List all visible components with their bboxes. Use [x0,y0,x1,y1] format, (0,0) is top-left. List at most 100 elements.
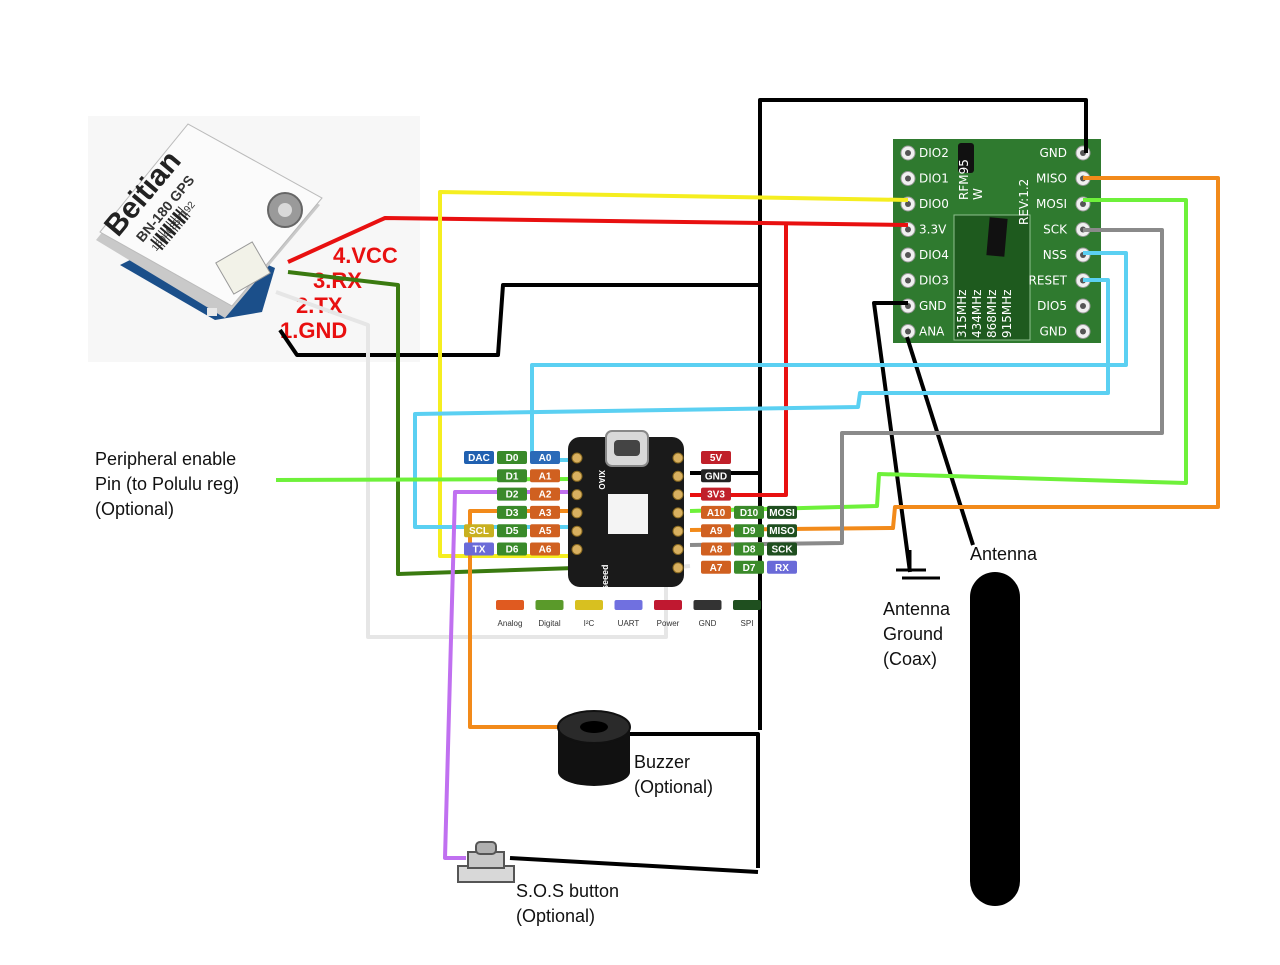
xiao-tag-scl: SCL [464,524,494,538]
xiao-left-pads [571,452,583,555]
xiao-tag-a0: A0 [530,451,560,464]
xiao-tag-d6: D6 [497,542,527,556]
usb-c-opening [614,440,640,456]
rfm95-crystal [958,143,974,173]
xiao-tag-d0: D0 [497,451,527,464]
xiao-right-pad-1 [672,470,684,482]
xiao-tag-bg [530,469,560,483]
rfm95-left-pin-label-dio1: DIO1 [919,172,949,186]
rfm95-left-pad-hole [905,252,911,258]
xiao-tag-3v3: 3V3 [701,487,731,501]
rfm95-right-pin-label-miso: MISO [1036,172,1067,186]
xiao-tag-bg [701,451,731,464]
xiao-tag-d9: D9 [734,524,764,538]
xiao-tag-a6: A6 [530,542,560,556]
xiao-tag-label: A9 [710,526,723,537]
rfm95-right-pad-hole [1080,303,1086,309]
xiao-tag-bg [530,487,560,501]
antenna-ground-label: Antenna [883,599,951,619]
xiao-tag-label: DAC [468,453,490,464]
wire-orange-miso [689,176,1220,532]
xiao-right-pad-3 [672,507,684,519]
xiao-tag-dac: DAC [464,451,494,464]
peripheral-enable-optional-label: (Optional) [95,499,174,519]
legend-label: I²C [584,619,595,628]
xiao-tag-rx: RX [767,560,797,574]
rfm95-chip-variant: W [971,188,985,200]
ground-symbol [896,550,940,580]
xiao-tag-label: A0 [539,453,552,464]
peripheral-enable-label-2: Pin (to Polulu reg) [95,474,239,494]
rfm95-left-pad-hole [905,277,911,284]
xiao-brand: seeed [600,564,610,590]
xiao-tag-d2: D2 [497,487,527,501]
antenna-ground-label-2: Ground [883,624,943,644]
xiao-tag-d8: D8 [734,542,764,556]
rfm95-left-pin-label-dio2: DIO2 [919,146,949,160]
xiao-tag-bg [701,542,731,556]
xiao-right-pad-4 [672,525,684,537]
buzzer-hole [580,721,608,733]
wire-black-antenna-signal [905,336,975,546]
rfm95-freq-label: 868MHz [985,289,999,338]
xiao-tag-label: SCL [469,526,489,537]
xiao-tag-label: MOSI [769,508,795,519]
xiao-tag-bg [497,505,527,519]
xiao-tag-bg [530,505,560,519]
xiao-tag-label: A7 [710,563,723,574]
rfm95-freq-915mhz: 915MHz [1000,289,1014,338]
xiao-side-label: XIAO [597,470,606,490]
xiao-right-pad-6 [672,562,684,574]
xiao-right-pad-5 [672,544,684,555]
xiao-tag-d3: D3 [497,505,527,519]
xiao-tag-a10: A10 [701,505,731,519]
gps-module: Beitian BN-180 GPS 16040857192 4.VCC 3.R… [88,116,420,362]
legend-label: Power [657,619,680,628]
buzzer-label: Buzzer [634,752,690,772]
xiao-tag-label: D5 [506,526,519,537]
xiao-left-pad-5 [571,544,583,555]
xiao-tag-bg [734,560,764,574]
xiao-left-pad-4 [571,525,583,537]
xiao-tag-label: A6 [539,545,552,556]
gps-smd-part [207,308,217,316]
xiao-tag-label: A2 [539,490,552,501]
xiao-tag-label: A3 [539,508,552,519]
xiao-tag-tx: TX [464,542,494,556]
rfm95-left-pin-label-gnd: GND [919,299,947,313]
xiao-tag-bg [497,524,527,538]
legend-label: UART [618,619,640,628]
legend-item-spi: SPI [733,600,761,628]
legend-swatch [496,600,524,610]
xiao-right-pads [672,452,684,574]
rfm95-left-pad-hole [905,150,911,156]
wire-black-antenna-ground [872,301,912,573]
xiao-tag-d7: D7 [734,560,764,574]
legend-item-analog: Analog [496,600,524,628]
xiao-tag-a3: A3 [530,505,560,519]
wire-gray-sck [689,228,1164,547]
xiao-tag-a7: A7 [701,560,731,574]
sos-optional-label: (Optional) [516,906,595,926]
xiao-tag-label: D0 [506,453,519,464]
legend-swatch [614,600,643,610]
antenna-label: Antenna [970,544,1038,564]
xiao-tag-a2: A2 [530,487,560,501]
legend-item-power: Power [654,600,682,628]
xiao-tag-bg [767,542,797,556]
xiao-tag-bg [530,524,560,538]
xiao-tag-label: SCK [771,545,793,556]
wire-red-gps-vcc [287,216,909,264]
xiao-tag-bg [464,524,494,538]
xiao-tag-miso: MISO [767,524,797,538]
xiao-tag-label: D8 [743,545,756,556]
wire-darkgreen-gps-rx [287,270,576,576]
xiao-tag-bg [701,505,731,519]
gps-connector [215,241,271,295]
xiao-tag-bg [701,469,731,483]
rfm95-right-pad-hole [1080,328,1086,335]
legend-label: SPI [741,619,754,628]
